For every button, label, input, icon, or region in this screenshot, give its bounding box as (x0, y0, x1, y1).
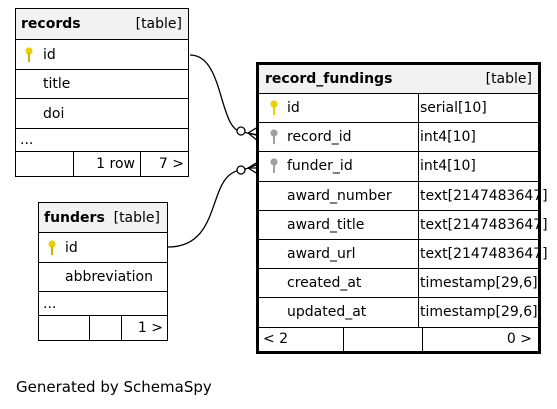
edge-records-optional-marker (236, 126, 246, 136)
column-name: doi (43, 105, 65, 122)
column-row: id (16, 40, 188, 70)
column-row: updated_at timestamp[29,6] (259, 298, 538, 328)
column-name: award_number (287, 187, 392, 204)
parents-count[interactable]: < 2 (263, 331, 289, 347)
more-columns: ... (43, 295, 57, 312)
table-kind: [table] (135, 16, 182, 32)
table-funders[interactable]: funders [table] id abbreviation ... 1 > (38, 202, 168, 341)
key-gold-icon (24, 40, 34, 69)
edge-funders-optional-marker (236, 165, 246, 175)
generated-by-footer: Generated by SchemaSpy (16, 378, 212, 396)
table-header: record_fundings [table] (259, 65, 538, 94)
column-type: timestamp[29,6] (420, 275, 538, 292)
column-name: award_title (287, 216, 365, 233)
column-row: funder_id int4[10] (259, 152, 538, 182)
column-row: record_id int4[10] (259, 123, 538, 153)
column-type: text[2147483647] (420, 246, 548, 263)
key-gray-icon (269, 152, 279, 180)
column-type: timestamp[29,6] (420, 304, 538, 321)
edge-funders-to-record-fundings (167, 164, 257, 248)
column-name: award_url (287, 246, 356, 263)
column-type: serial[10] (420, 100, 487, 117)
column-row: created_at timestamp[29,6] (259, 269, 538, 299)
column-type: text[2147483647] (420, 187, 548, 204)
table-footer: < 2 0 > (259, 327, 538, 351)
key-gray-icon (269, 123, 279, 151)
row-count: 1 row (96, 156, 135, 172)
table-name: records (21, 16, 81, 32)
children-count[interactable]: 1 > (137, 320, 163, 336)
column-name: id (287, 100, 300, 117)
table-header: records [table] (16, 9, 188, 40)
table-footer: 1 row 7 > (16, 152, 188, 176)
table-kind: [table] (113, 209, 160, 226)
table-records[interactable]: records [table] id title doi ... 1 row 7… (15, 8, 189, 177)
table-header: funders [table] (39, 203, 167, 233)
column-name: id (43, 46, 56, 63)
table-name: funders (44, 209, 105, 226)
column-row: award_title text[2147483647] (259, 210, 548, 240)
key-gold-icon (47, 233, 57, 262)
column-name: id (65, 239, 78, 256)
more-columns-row: ... (16, 129, 188, 152)
column-type: int4[10] (420, 158, 476, 175)
column-row: id serial[10] (259, 94, 538, 124)
key-gold-icon (269, 94, 279, 122)
column-row: award_url text[2147483647] (259, 240, 548, 270)
column-name: updated_at (287, 304, 367, 321)
column-name: abbreviation (65, 269, 153, 285)
column-name: title (43, 76, 71, 92)
column-type: int4[10] (420, 129, 476, 146)
column-type: text[2147483647] (420, 216, 548, 233)
column-row: doi (16, 99, 188, 129)
children-count[interactable]: 0 > (506, 331, 532, 347)
more-columns-row: ... (39, 292, 167, 316)
column-row: abbreviation (39, 263, 167, 292)
table-kind: [table] (485, 71, 532, 87)
table-record-fundings[interactable]: record_fundings [table] id serial[10] reco… (256, 62, 548, 354)
column-row: award_number text[2147483647] (259, 181, 548, 211)
table-footer: 1 > (39, 316, 167, 340)
more-columns: ... (20, 132, 34, 148)
column-row: title (16, 70, 188, 99)
column-name: funder_id (287, 158, 353, 175)
column-name: created_at (287, 275, 362, 292)
edge-records-to-record-fundings (189, 54, 257, 136)
table-name: record_fundings (265, 71, 393, 87)
children-count[interactable]: 7 > (158, 156, 184, 172)
column-name: record_id (287, 129, 352, 146)
column-row: id (39, 233, 167, 263)
